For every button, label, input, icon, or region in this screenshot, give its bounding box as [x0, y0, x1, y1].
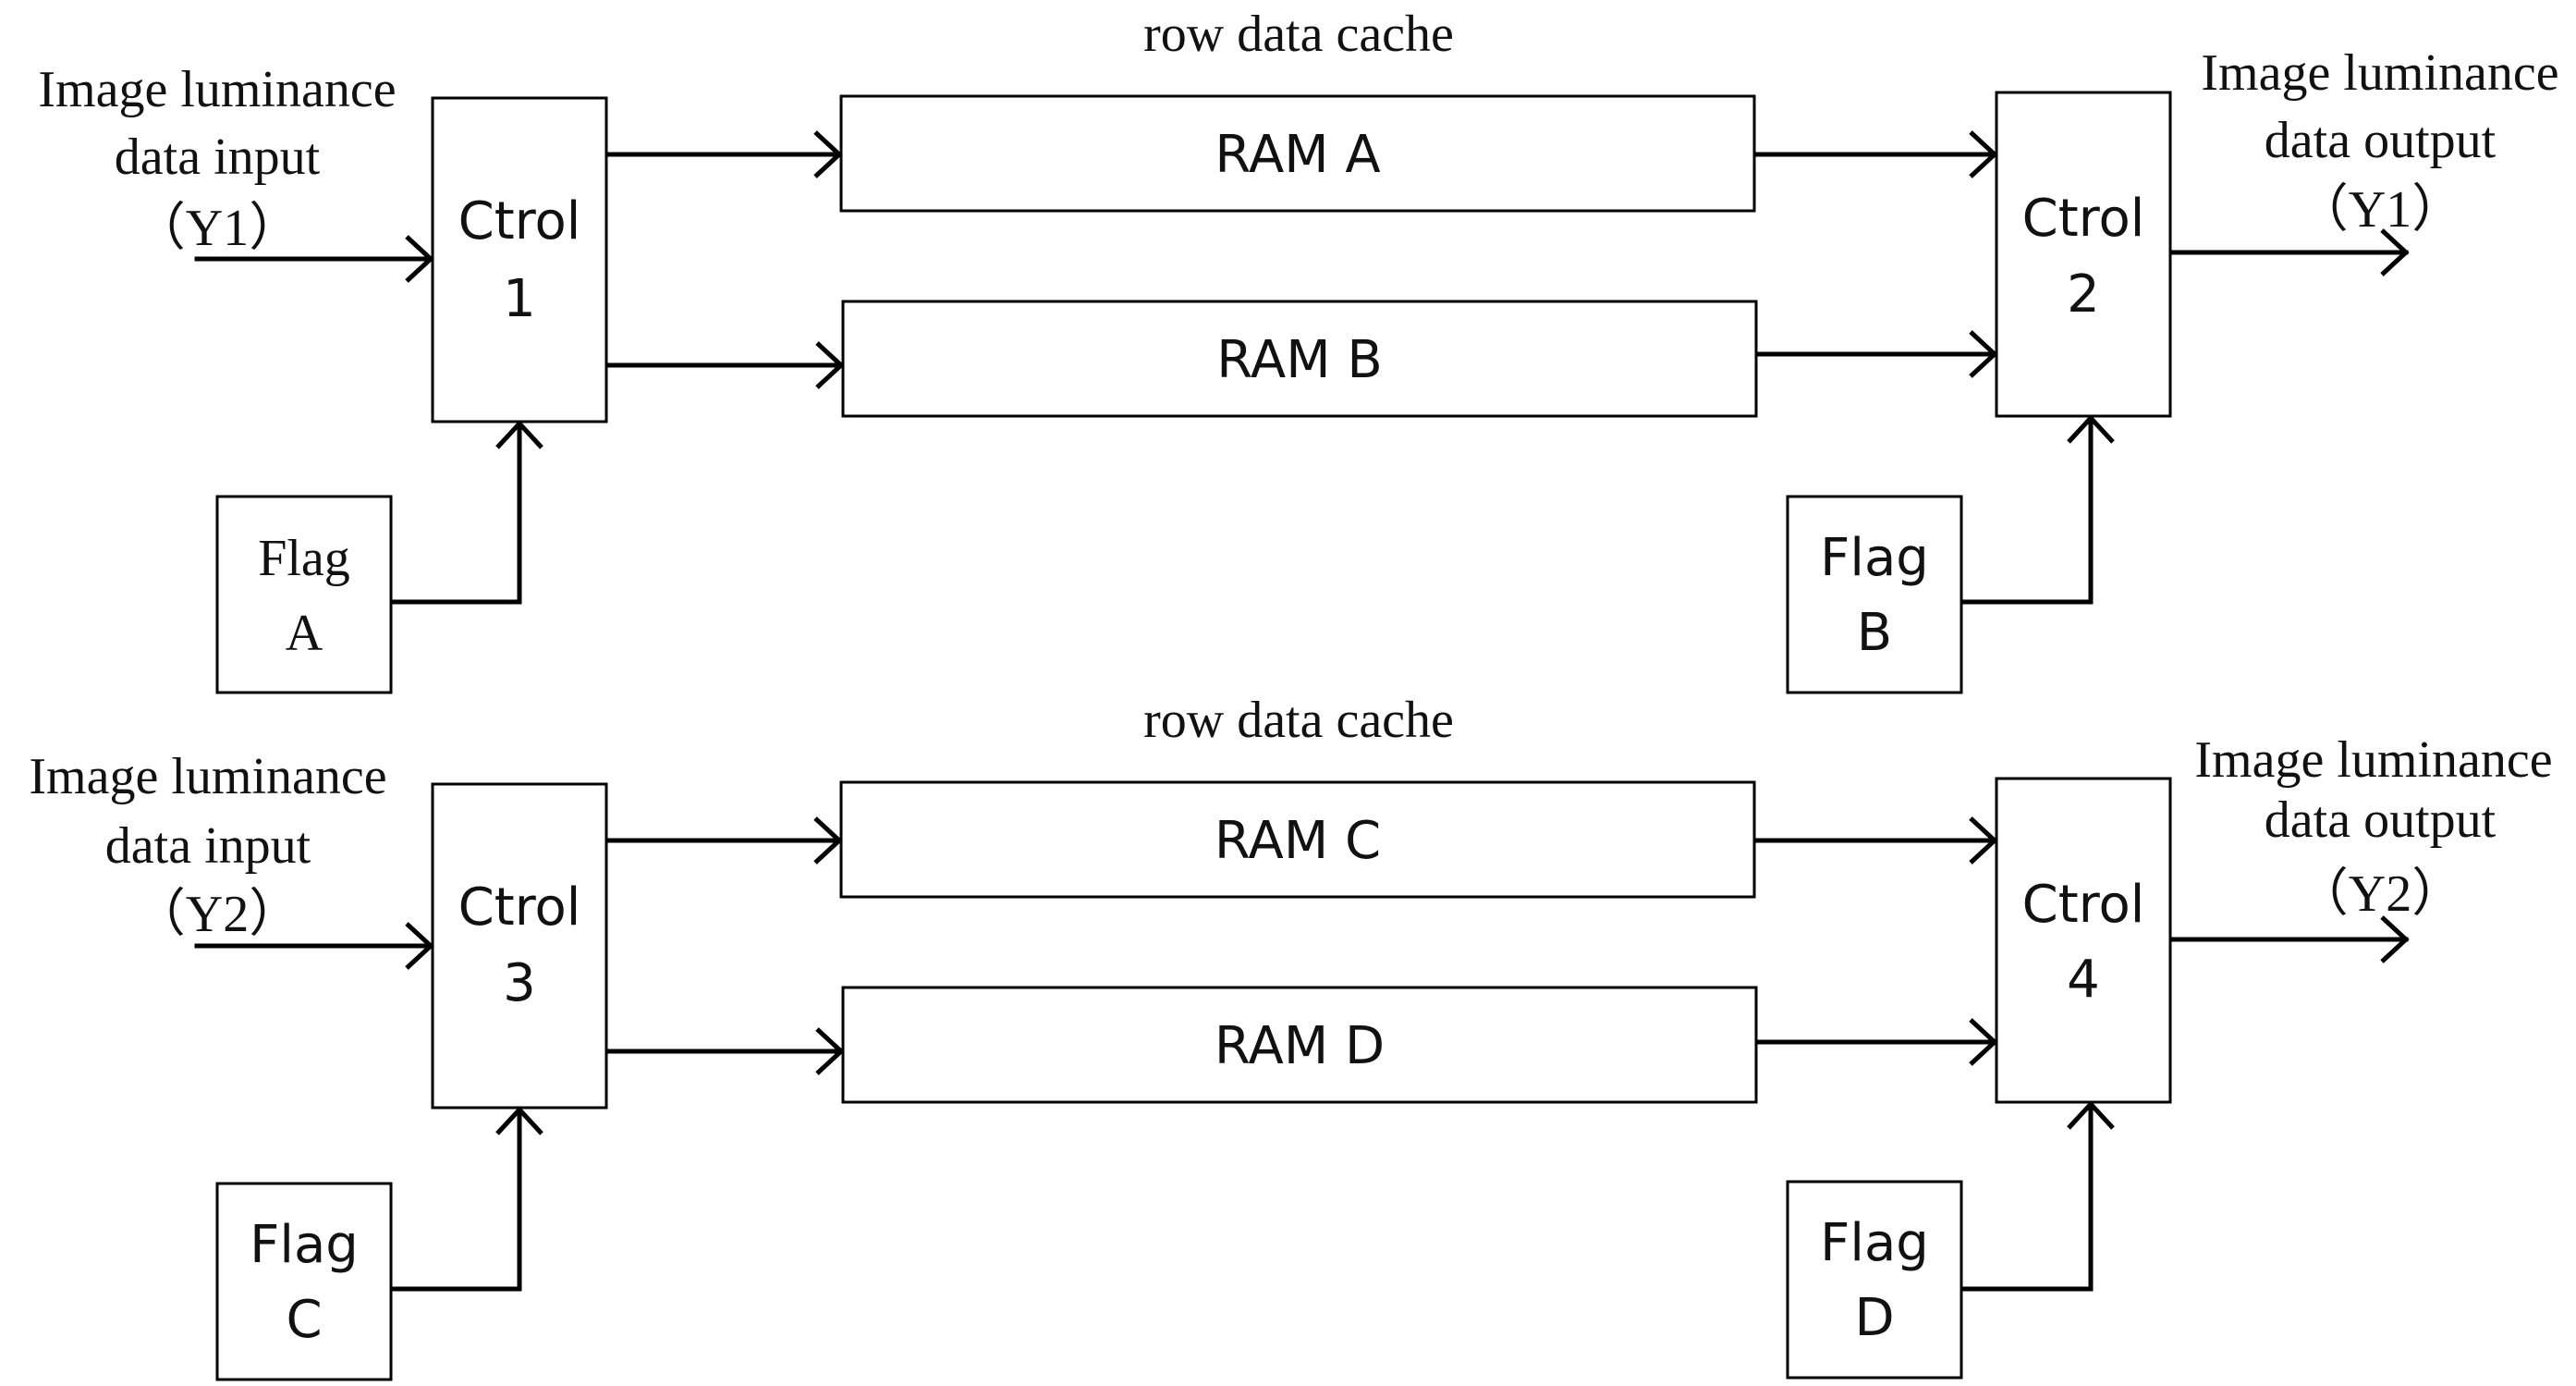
output-arrow-2: [2169, 915, 2410, 963]
input-arrow-2: [194, 922, 434, 970]
flag-label: Flag: [1820, 1213, 1929, 1273]
input-label-line: data input: [105, 817, 311, 875]
flag-box-a: Flag A: [215, 495, 393, 694]
ctrl-label: Ctrol: [458, 877, 581, 938]
input-label-2: Image luminance data input （Y2）: [29, 748, 386, 943]
output-label-line: Image luminance: [2194, 731, 2552, 789]
output-label-line: （Y2）: [2297, 865, 2463, 923]
flag-label: Flag: [1820, 528, 1929, 588]
ctrl-box-3: Ctrol 3: [431, 782, 608, 1110]
ctrl-to-ram-b-arrow: [605, 341, 845, 389]
flag-box-c: Flag C: [215, 1182, 393, 1381]
ctrl-label: Ctrol: [2022, 875, 2145, 935]
ram-label: RAM B: [1216, 330, 1382, 390]
flag-letter: B: [1857, 603, 1892, 663]
input-arrow-1: [194, 235, 434, 283]
ram-box-c: RAM C: [839, 780, 1756, 899]
row-data-cache-label-1: row data cache: [1143, 6, 1454, 63]
flag-c-to-ctrl-arrow: [390, 1106, 543, 1292]
output-label-line: data output: [2265, 791, 2497, 849]
flag-b-to-ctrl-arrow: [1960, 414, 2115, 605]
output-label-line: （Y1）: [2297, 181, 2463, 239]
output-label-line: data output: [2265, 112, 2497, 169]
flag-letter: A: [286, 605, 324, 662]
ctrl-number: 4: [2067, 950, 2100, 1010]
ctrl-box-4: Ctrol 4: [1995, 777, 2172, 1104]
flag-box-b: Flag B: [1786, 495, 1963, 694]
ctrl-label: Ctrol: [2022, 189, 2145, 249]
ctrl-number: 1: [503, 269, 536, 329]
input-label-line: Image luminance: [38, 61, 396, 118]
flag-d-to-ctrl-arrow: [1960, 1100, 2115, 1292]
ram-c-to-ctrl-arrow: [1753, 816, 1998, 865]
output-label-2: Image luminance data output （Y2）: [2194, 731, 2552, 923]
ram-box-d: RAM D: [841, 986, 1758, 1104]
flag-letter: D: [1854, 1288, 1894, 1348]
flag-box-d: Flag D: [1786, 1180, 1963, 1380]
input-label-1: Image luminance data input （Y1）: [38, 61, 396, 257]
ram-label: RAM D: [1215, 1016, 1385, 1076]
ctrl-number: 3: [503, 953, 536, 1013]
ram-a-to-ctrl-arrow: [1753, 130, 1998, 178]
group-1: row data cache Image luminance data inpu…: [38, 6, 2559, 694]
flag-label: Flag: [250, 1215, 359, 1275]
input-label-line: （Y2）: [134, 886, 300, 943]
ram-b-to-ctrl-arrow: [1755, 330, 1998, 378]
output-label-1: Image luminance data output （Y1）: [2201, 44, 2558, 239]
flag-label: Flag: [258, 530, 350, 587]
input-label-line: data input: [115, 129, 321, 186]
ctrl-number: 2: [2067, 264, 2100, 325]
ram-label: RAM C: [1215, 811, 1381, 871]
ctrl-box-1: Ctrol 1: [431, 96, 608, 423]
flag-a-to-ctrl-arrow: [390, 420, 543, 605]
group-2: row data cache Image luminance data inpu…: [29, 692, 2553, 1381]
output-label-line: Image luminance: [2201, 44, 2558, 102]
output-arrow-1: [2169, 228, 2410, 276]
ctrl-to-ram-a-arrow: [605, 130, 843, 178]
ram-label: RAM A: [1215, 125, 1380, 185]
ctrl-label: Ctrol: [458, 191, 581, 251]
ctrl-box-2: Ctrol 2: [1995, 91, 2172, 418]
input-label-line: （Y1）: [134, 200, 300, 257]
row-data-cache-label-2: row data cache: [1143, 692, 1454, 749]
ram-d-to-ctrl-arrow: [1755, 1018, 1998, 1066]
ctrl-to-ram-c-arrow: [605, 816, 843, 865]
input-label-line: Image luminance: [29, 748, 386, 805]
ram-box-a: RAM A: [839, 94, 1756, 213]
ram-box-b: RAM B: [841, 300, 1758, 418]
flag-letter: C: [286, 1290, 322, 1350]
ctrl-to-ram-d-arrow: [605, 1027, 845, 1075]
